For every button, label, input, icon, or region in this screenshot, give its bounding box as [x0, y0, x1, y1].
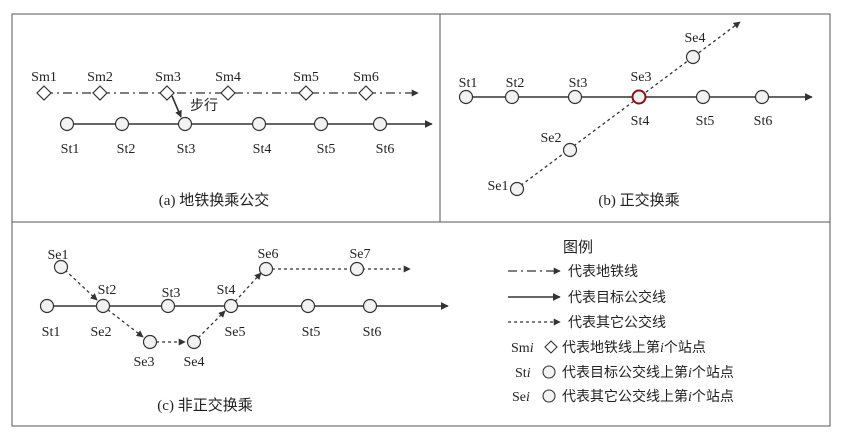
other-station-label: Se3	[134, 355, 155, 370]
legend-other-station-symbol	[542, 389, 556, 403]
metro-station-label: Sm3	[155, 70, 181, 85]
walk-arrow	[171, 95, 182, 118]
legend-target-station-desc: 代表目标公交线上第i个站点	[562, 364, 734, 381]
other-station	[349, 261, 365, 277]
target-station	[362, 298, 378, 314]
metro-station	[358, 85, 374, 101]
target-station-label: St4	[217, 283, 236, 298]
outer-frame	[11, 13, 831, 427]
other-bus-line	[102, 305, 144, 338]
target-station	[223, 298, 239, 314]
other-station	[53, 259, 69, 275]
metro-station	[36, 85, 52, 101]
legend-metro-station-symbol	[544, 340, 558, 354]
walk-label: 步行	[190, 98, 218, 114]
panel-a-caption: (a) 地铁换乘公交	[159, 191, 269, 209]
target-station-label: St1	[42, 325, 61, 340]
metro-station-label: Sm6	[353, 70, 379, 85]
other-station-label: Se7	[350, 247, 371, 262]
panel-b-caption: (b) 正交换乘	[598, 191, 679, 209]
target-station-label: St4	[631, 114, 650, 129]
transfer-station	[631, 89, 647, 105]
legend-target-line-label: 代表目标公交线	[568, 289, 666, 306]
panel-c: St1 St2 St3 St4 St5 St6 Se1 Se2 Se3 Se4 …	[39, 247, 449, 414]
legend: 图例 代表地铁线 代表目标公交线 代表其它公交线 Smi 代表地铁线上第i个站点…	[508, 239, 734, 405]
bus-station	[177, 116, 193, 132]
bus-station-label: St5	[317, 142, 336, 157]
panel-a: 步行 Sm1 Sm2 Sm3 Sm4 Sm5 Sm6 St1 St2 St3 S…	[31, 70, 433, 209]
other-station-label: Se6	[258, 247, 279, 262]
legend-other-station-id: Sei	[512, 390, 530, 405]
other-bus-line	[230, 272, 262, 307]
bus-station-label: St6	[376, 142, 395, 157]
metro-station-label: Sm2	[87, 70, 113, 85]
target-station-label: St3	[569, 76, 588, 91]
other-station-label: Se1	[48, 248, 69, 263]
bus-station	[251, 116, 267, 132]
target-station	[695, 89, 711, 105]
target-station-label: St6	[754, 114, 773, 129]
bus-station-label: St2	[117, 142, 136, 157]
other-station-label: Se2	[541, 131, 562, 146]
target-station-label: St2	[506, 76, 525, 91]
legend-metro-line-label: 代表地铁线	[568, 264, 638, 280]
target-station	[160, 298, 176, 314]
other-station-label: Se5	[225, 325, 246, 340]
other-station	[685, 49, 701, 65]
target-station	[504, 89, 520, 105]
target-station	[754, 89, 770, 105]
bus-station	[114, 116, 130, 132]
legend-target-station-id: Sti	[515, 366, 531, 381]
other-bus-line	[64, 269, 98, 301]
target-station-label: St3	[162, 286, 181, 301]
other-station-label: Se4	[184, 355, 205, 370]
other-bus-line	[515, 21, 741, 190]
panel-b: St1 St2 St3 St4 St5 St6 Se1 Se2 Se3 Se4 …	[458, 21, 813, 209]
metro-station-label: Sm4	[215, 70, 241, 85]
target-station	[567, 89, 583, 105]
legend-title: 图例	[563, 239, 593, 256]
target-station-label: St5	[696, 114, 715, 129]
other-station	[142, 334, 158, 350]
metro-station	[220, 85, 236, 101]
target-station	[300, 298, 316, 314]
other-station-label: Se1	[488, 179, 509, 194]
other-bus-line	[193, 310, 226, 343]
legend-metro-station-id: Smi	[511, 341, 534, 356]
other-station-label: Se4	[685, 31, 706, 46]
legend-target-station-symbol	[542, 365, 556, 379]
bus-station	[313, 116, 329, 132]
other-station	[509, 181, 525, 197]
other-station	[258, 261, 274, 277]
metro-station-label: Sm5	[293, 70, 319, 85]
bus-station	[59, 116, 75, 132]
target-station	[39, 298, 55, 314]
legend-metro-station-desc: 代表地铁线上第i个站点	[562, 339, 706, 356]
target-station	[458, 89, 474, 105]
target-station-label: St5	[302, 325, 321, 340]
metro-station-label: Sm1	[31, 70, 57, 85]
bus-station-label: St4	[253, 142, 272, 157]
other-station	[562, 142, 578, 158]
target-station	[95, 298, 111, 314]
other-station-label: Se2	[91, 325, 112, 340]
bus-station-label: St1	[61, 142, 80, 157]
metro-station	[92, 85, 108, 101]
target-station-label: St1	[459, 76, 478, 91]
bus-station-label: St3	[177, 142, 196, 157]
legend-other-station-desc: 代表其它公交线上第i个站点	[562, 388, 734, 405]
other-station	[186, 334, 202, 350]
other-station-label: Se3	[631, 70, 652, 85]
bus-station	[372, 116, 388, 132]
legend-other-line-label: 代表其它公交线	[568, 314, 666, 331]
target-station-label: St2	[98, 283, 117, 298]
target-station-label: St6	[363, 325, 382, 340]
metro-station	[159, 85, 175, 101]
panel-c-caption: (c) 非正交换乘	[157, 396, 252, 414]
metro-station	[298, 85, 314, 101]
